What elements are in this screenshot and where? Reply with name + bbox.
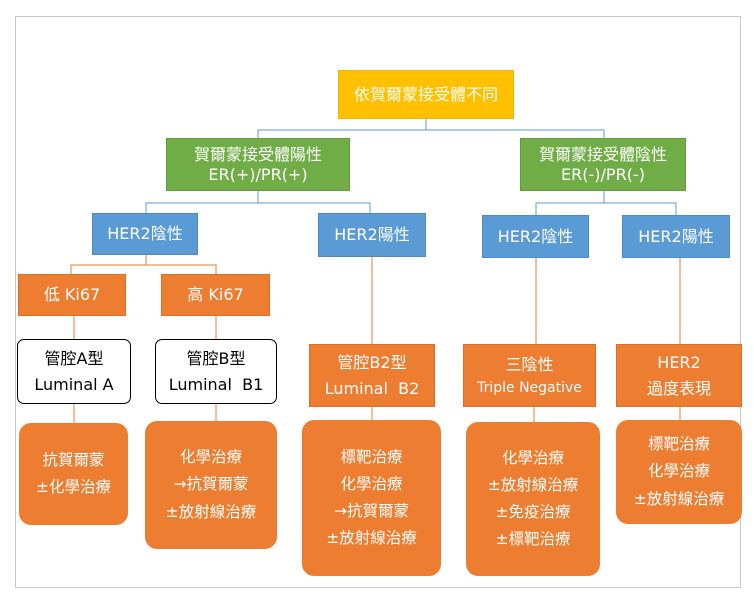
subtype-triple-negative: 三陰性 Triple Negative [463, 344, 596, 407]
connector-negative-right [604, 202, 677, 215]
her2-negative-node-2: HER2陰性 [482, 215, 589, 258]
treatment-item: ±放射線治療 [326, 529, 417, 548]
luminal-b2-code: Luminal B2 [324, 378, 420, 398]
connector-root-right [426, 129, 605, 138]
receptor-negative-node: 賀爾蒙接受體陰性 ER(-)/PR(-) [520, 138, 686, 191]
ki67-low-label: 低 Ki67 [43, 285, 101, 304]
treatment-item: 標靶治療 [647, 435, 710, 454]
luminal-b2-name: 管腔B2型 [337, 352, 407, 372]
connector-positive-right [258, 202, 371, 213]
treatment-item: ±放射線治療 [487, 475, 579, 494]
treatment-item: 化學治療 [340, 474, 403, 493]
treatment-luminal-b1: 化學治療 →抗賀爾蒙 ±放射線治療 [145, 421, 277, 549]
luminal-a-name: 管腔A型 [44, 348, 104, 368]
receptor-positive-node: 賀爾蒙接受體陽性 ER(+)/PR(+) [166, 138, 350, 191]
treatment-item: ±化學治療 [36, 478, 111, 496]
her2-positive-node-2: HER2陽性 [622, 215, 730, 258]
her2-negative-label: HER2陰性 [107, 224, 183, 243]
treatment-item: 化學治療 [501, 448, 564, 467]
treatment-her2-overexpression: 標靶治療 化學治療 ±放射線治療 [616, 420, 742, 524]
ki67-high-label: 高 Ki67 [187, 285, 244, 304]
her2-positive-node: HER2陽性 [318, 213, 426, 257]
treatment-item: →抗賀爾蒙 [173, 475, 249, 494]
diagram-frame [15, 16, 741, 588]
connector-root [257, 119, 427, 138]
triple-negative-name: 三陰性 [505, 354, 554, 374]
treatment-item: →抗賀爾蒙 [334, 502, 409, 520]
luminal-b1-name: 管腔B型 [186, 348, 246, 368]
triple-negative-code: Triple Negative [477, 380, 582, 397]
receptor-positive-code: ER(+)/PR(+) [208, 164, 308, 184]
subtype-luminal-a: 管腔A型 Luminal A [17, 339, 131, 404]
subtype-luminal-b2: 管腔B2型 Luminal B2 [309, 344, 435, 407]
connector-negative [535, 191, 605, 215]
luminal-b1-code: Luminal B1 [168, 374, 264, 394]
receptor-negative-code: ER(-)/PR(-) [561, 164, 645, 184]
her2-positive-label-2: HER2陽性 [638, 226, 714, 246]
ki67-high-node: 高 Ki67 [161, 274, 270, 316]
connector-her2-ki67 [70, 255, 147, 274]
root-label: 依賀爾蒙接受體不同 [353, 84, 498, 104]
connector-positive [145, 191, 259, 213]
her2-negative-label-2: HER2陰性 [497, 226, 574, 246]
her2-over-name: HER2 [657, 352, 701, 372]
her2-positive-label: HER2陽性 [334, 225, 410, 244]
receptor-positive-label: 賀爾蒙接受體陽性 [193, 144, 322, 164]
treatment-item: 標靶治療 [340, 447, 403, 466]
treatment-item: ±標靶治療 [495, 530, 571, 549]
her2-negative-node: HER2陰性 [92, 213, 198, 255]
her2-over-code: 過度表現 [646, 378, 711, 398]
treatment-luminal-a: 抗賀爾蒙 ±化學治療 [19, 423, 128, 525]
ki67-low-node: 低 Ki67 [18, 274, 126, 316]
treatment-item: ±放射線治療 [633, 489, 725, 508]
treatment-item: ±放射線治療 [165, 502, 257, 521]
treatment-triple-negative: 化學治療 ±放射線治療 ±免疫治療 ±標靶治療 [466, 422, 600, 576]
subtype-her2-overexpression: HER2 過度表現 [616, 344, 742, 407]
treatment-item: 化學治療 [179, 448, 242, 467]
treatment-item: 化學治療 [647, 462, 710, 481]
receptor-negative-label: 賀爾蒙接受體陰性 [538, 144, 667, 164]
luminal-a-code: Luminal A [34, 374, 114, 394]
root-node: 依賀爾蒙接受體不同 [338, 70, 514, 119]
treatment-item: 抗賀爾蒙 [42, 450, 105, 469]
subtype-luminal-b1: 管腔B型 Luminal B1 [155, 339, 277, 404]
connector-her2-ki67-right [146, 264, 217, 274]
treatment-item: ±免疫治療 [495, 503, 571, 521]
treatment-luminal-b2: 標靶治療 化學治療 →抗賀爾蒙 ±放射線治療 [302, 420, 441, 576]
